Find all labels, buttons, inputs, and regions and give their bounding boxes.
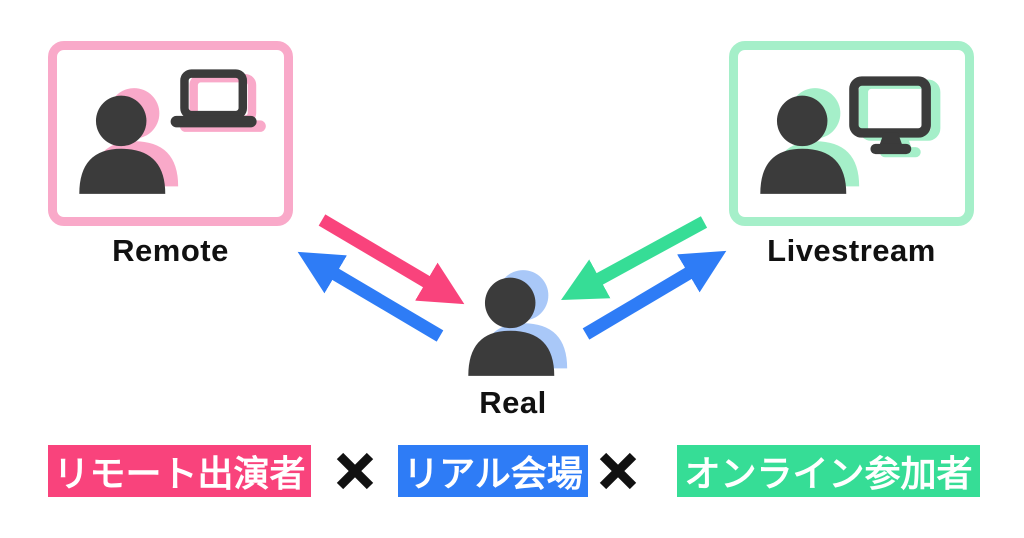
laptop-icon bbox=[170, 69, 266, 132]
person-icon bbox=[760, 88, 860, 194]
banner-online-participants: オンライン参加者 bbox=[677, 445, 980, 497]
multiply-icon bbox=[599, 452, 637, 490]
remote-node-label: Remote bbox=[112, 233, 229, 268]
arrow-livestream-to-real bbox=[561, 216, 708, 300]
person-icon bbox=[79, 88, 179, 194]
monitor-icon bbox=[849, 76, 941, 158]
arrow-real-to-livestream bbox=[582, 250, 727, 340]
person-icon bbox=[468, 270, 568, 376]
banner-remote-performers: リモート出演者 bbox=[48, 445, 311, 497]
arrow-remote-to-real bbox=[318, 214, 465, 305]
multiply-icon bbox=[336, 452, 374, 490]
remote-node-box bbox=[48, 41, 293, 226]
livestream-node-label: Livestream bbox=[767, 233, 936, 268]
banner-real-venue: リアル会場 bbox=[398, 445, 588, 497]
real-node-label: Real bbox=[479, 385, 547, 420]
livestream-node-box bbox=[729, 41, 974, 226]
arrow-real-to-remote bbox=[297, 251, 444, 342]
